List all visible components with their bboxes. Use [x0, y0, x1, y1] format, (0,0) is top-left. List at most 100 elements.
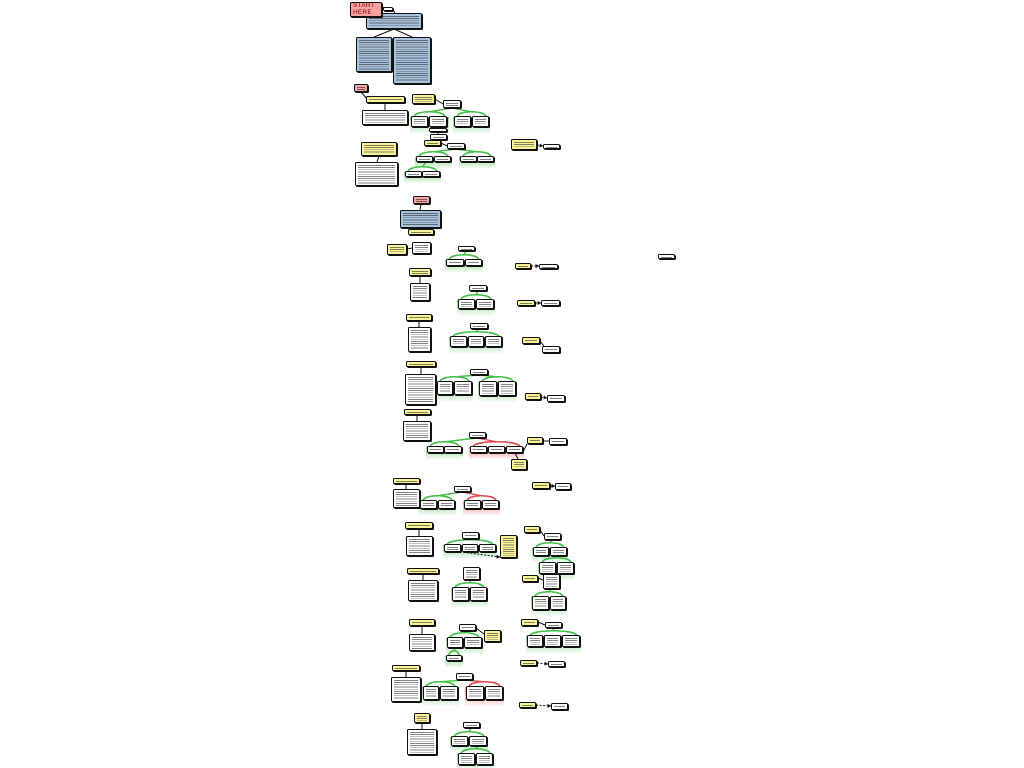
claim-node[interactable] [407, 729, 437, 755]
note-node[interactable] [404, 409, 431, 415]
claim-node[interactable] [470, 587, 487, 601]
claim-node[interactable] [408, 580, 438, 601]
claim-node[interactable] [405, 171, 422, 177]
claim-node[interactable] [533, 547, 549, 556]
claim-node[interactable] [527, 635, 543, 647]
start-here-node[interactable]: START HERE [350, 2, 382, 17]
claim-node[interactable] [545, 622, 562, 628]
claim-node[interactable] [463, 722, 480, 728]
claim-node[interactable] [438, 500, 455, 509]
claim-node[interactable] [548, 661, 565, 667]
claim-node[interactable] [430, 134, 447, 140]
claim-node[interactable] [476, 753, 493, 765]
note-node[interactable] [366, 96, 405, 103]
claim-node[interactable] [454, 381, 472, 395]
note-node[interactable] [521, 619, 538, 626]
note-node[interactable] [522, 337, 540, 344]
note-node[interactable] [361, 142, 397, 156]
claim-node[interactable] [383, 7, 393, 11]
contention-node[interactable] [366, 13, 422, 29]
note-node[interactable] [393, 478, 420, 484]
note-node[interactable] [519, 702, 536, 708]
claim-node[interactable] [452, 587, 469, 601]
note-node[interactable] [409, 619, 435, 626]
claim-node[interactable] [465, 259, 482, 266]
claim-node[interactable] [450, 336, 467, 347]
note-node[interactable] [408, 229, 434, 235]
claim-node[interactable] [411, 116, 428, 127]
claim-node[interactable] [562, 635, 580, 647]
claim-node[interactable] [488, 446, 505, 453]
claim-node[interactable] [451, 736, 468, 746]
claim-node[interactable] [539, 264, 558, 269]
note-node[interactable] [515, 263, 531, 269]
claim-node[interactable] [440, 686, 458, 700]
claim-node[interactable] [464, 500, 481, 509]
claim-node[interactable] [482, 500, 499, 509]
claim-node[interactable] [412, 242, 431, 254]
claim-node[interactable] [458, 246, 475, 251]
claim-node[interactable] [543, 144, 560, 149]
claim-node[interactable] [393, 489, 420, 508]
claim-node[interactable] [498, 381, 516, 396]
claim-node[interactable] [541, 300, 560, 306]
note-node[interactable] [406, 314, 432, 321]
claim-node[interactable] [463, 567, 480, 580]
claim-node[interactable] [406, 536, 433, 556]
note-node[interactable] [511, 459, 527, 470]
claim-node[interactable] [362, 110, 408, 125]
claim-node[interactable] [391, 677, 421, 702]
claim-node[interactable] [454, 116, 471, 127]
claim-node[interactable] [464, 637, 482, 648]
note-node[interactable] [520, 660, 537, 666]
claim-node[interactable] [479, 381, 497, 396]
claim-node[interactable] [543, 574, 560, 589]
note-node[interactable] [387, 244, 407, 255]
claim-node[interactable] [437, 381, 453, 395]
note-node[interactable] [522, 575, 538, 582]
claim-node[interactable] [539, 562, 556, 574]
claim-node[interactable] [408, 327, 431, 352]
claim-node[interactable] [550, 547, 567, 556]
claim-node[interactable] [462, 532, 479, 539]
note-node[interactable] [525, 393, 541, 400]
claim-node[interactable] [557, 562, 574, 574]
claim-node[interactable] [470, 369, 488, 375]
claim-node[interactable] [549, 438, 567, 445]
claim-node[interactable] [555, 483, 571, 490]
claim-node[interactable] [485, 686, 503, 700]
note-node[interactable] [532, 482, 550, 489]
note-node[interactable] [511, 139, 537, 150]
contention-node[interactable] [356, 37, 392, 72]
note-node[interactable] [524, 526, 540, 533]
claim-node[interactable] [469, 432, 486, 438]
claim-node[interactable] [427, 446, 444, 453]
claim-node[interactable] [470, 323, 488, 329]
claim-node[interactable] [544, 635, 561, 647]
claim-node[interactable] [454, 486, 471, 492]
note-node[interactable] [407, 568, 439, 574]
claim-node[interactable] [460, 156, 477, 162]
claim-node[interactable] [551, 703, 568, 710]
claim-node[interactable] [410, 283, 430, 301]
contention-node[interactable] [400, 210, 441, 228]
claim-node[interactable] [506, 446, 523, 453]
claim-node[interactable] [459, 624, 476, 631]
claim-node[interactable] [458, 299, 475, 309]
claim-node[interactable] [542, 346, 560, 353]
section-marker-node[interactable] [354, 84, 368, 92]
claim-node[interactable] [447, 637, 463, 648]
claim-node[interactable] [547, 395, 565, 402]
claim-node[interactable] [544, 533, 561, 540]
note-node[interactable] [517, 300, 535, 306]
claim-node[interactable] [472, 116, 489, 127]
claim-node[interactable] [446, 655, 462, 661]
claim-node[interactable] [468, 336, 484, 347]
note-node[interactable] [406, 361, 436, 367]
claim-node[interactable] [434, 156, 451, 162]
claim-node[interactable] [429, 116, 447, 127]
claim-node[interactable] [466, 686, 484, 700]
claim-node[interactable] [469, 285, 487, 291]
contention-node[interactable] [393, 37, 431, 84]
claim-node[interactable] [447, 143, 465, 149]
